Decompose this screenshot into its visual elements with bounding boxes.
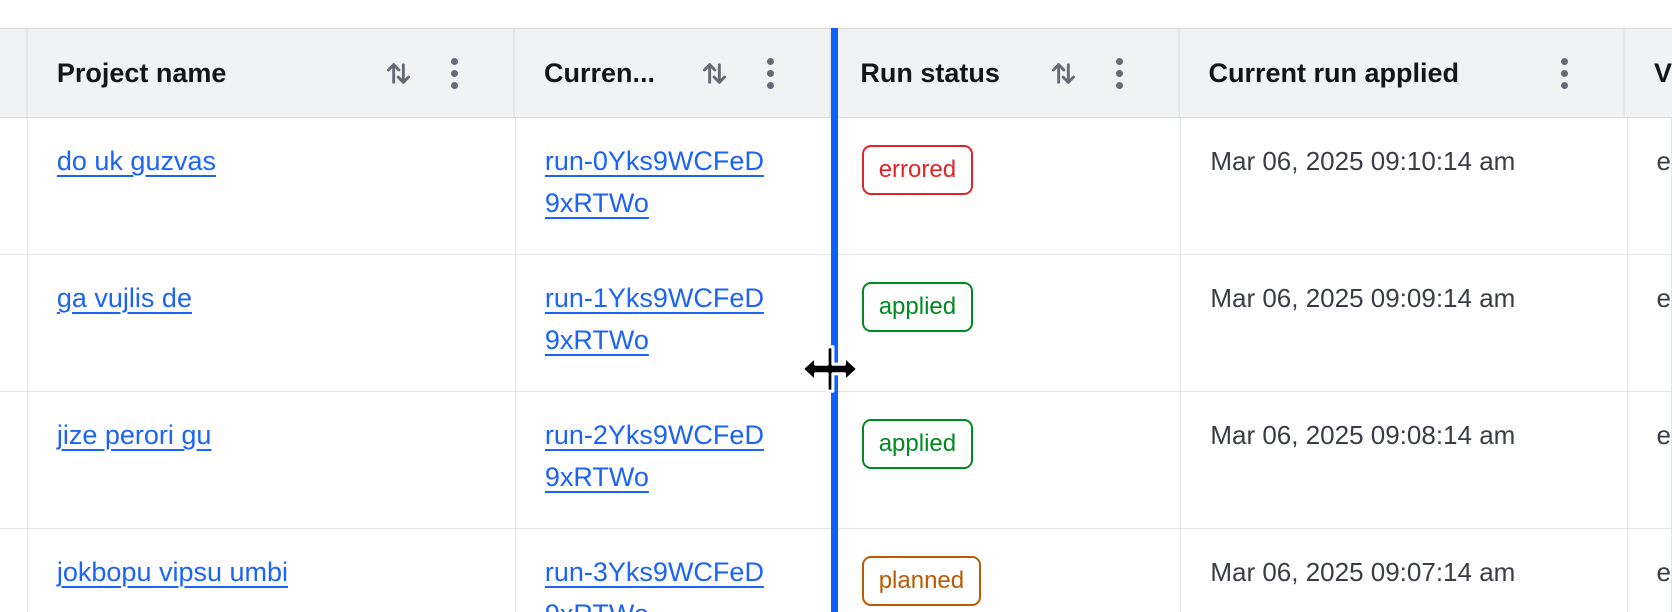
cell-sliver <box>0 255 28 391</box>
status-badge: planned <box>861 556 982 606</box>
cell-clipped: e <box>1628 392 1672 528</box>
column-label: Current run applied <box>1208 57 1460 88</box>
column-menu-kebab-icon[interactable] <box>450 57 458 89</box>
cell-run-status: planned <box>833 529 1182 612</box>
status-badge: errored <box>861 145 974 195</box>
cell-clipped: e <box>1628 529 1672 612</box>
run-link[interactable]: run-1Yks9WCFeD 9xRTWo <box>544 283 764 355</box>
cell-current-run: run-0Yks9WCFeD 9xRTWo <box>516 118 833 254</box>
cell-current-run: run-3Yks9WCFeD 9xRTWo <box>516 529 833 612</box>
cell-sliver <box>0 392 28 528</box>
cell-run-status: applied <box>833 392 1182 528</box>
cell-project-name: jize perori gu <box>28 392 516 528</box>
cell-project-name: jokbopu vipsu umbi <box>28 529 516 612</box>
run-link[interactable]: run-2Yks9WCFeD 9xRTWo <box>544 420 764 492</box>
run-link[interactable]: run-0Yks9WCFeD 9xRTWo <box>544 146 764 218</box>
cell-run-status: applied <box>833 255 1182 391</box>
col-resize-cursor-icon <box>800 345 860 393</box>
status-badge: applied <box>861 282 974 332</box>
cell-project-name: ga vujlis de <box>28 255 516 391</box>
project-link[interactable]: ga vujlis de <box>56 283 192 313</box>
cell-run-status: errored <box>833 118 1182 254</box>
column-menu-kebab-icon[interactable] <box>767 57 775 89</box>
cell-sliver <box>0 118 28 254</box>
sort-icon[interactable] <box>699 58 730 89</box>
column-header-current-run: Curren... <box>515 29 832 117</box>
column-label: Project name <box>56 57 227 88</box>
column-header-clipped: V <box>1625 29 1672 117</box>
column-label: Run status <box>860 57 1000 88</box>
cell-current-run-applied: Mar 06, 2025 09:09:14 am <box>1181 255 1628 391</box>
column-header-sliver <box>0 29 28 117</box>
cell-clipped: e <box>1628 118 1672 254</box>
cell-current-run: run-2Yks9WCFeD 9xRTWo <box>516 392 833 528</box>
sort-icon[interactable] <box>1048 58 1079 89</box>
column-resize-indicator[interactable] <box>831 28 838 612</box>
column-header-current-run-applied: Current run applied <box>1180 29 1625 117</box>
column-menu-kebab-icon[interactable] <box>1115 57 1123 89</box>
status-badge: applied <box>861 419 974 469</box>
run-link[interactable]: run-3Yks9WCFeD 9xRTWo <box>544 557 764 612</box>
column-header-project-name: Project name <box>28 29 515 117</box>
cell-sliver <box>0 529 28 612</box>
column-menu-kebab-icon[interactable] <box>1560 57 1568 89</box>
column-label: V <box>1653 57 1672 88</box>
project-link[interactable]: jize perori gu <box>56 420 212 450</box>
cell-current-run-applied: Mar 06, 2025 09:10:14 am <box>1181 118 1628 254</box>
cell-clipped: e <box>1628 255 1672 391</box>
column-header-run-status: Run status <box>831 29 1180 117</box>
cell-current-run-applied: Mar 06, 2025 09:08:14 am <box>1181 392 1628 528</box>
cell-project-name: do uk guzvas <box>28 118 516 254</box>
project-link[interactable]: jokbopu vipsu umbi <box>56 557 289 587</box>
project-link[interactable]: do uk guzvas <box>56 146 216 176</box>
sort-icon[interactable] <box>383 58 414 89</box>
cell-current-run-applied: Mar 06, 2025 09:07:14 am <box>1181 529 1628 612</box>
cell-current-run: run-1Yks9WCFeD 9xRTWo <box>516 255 833 391</box>
column-label: Curren... <box>543 57 656 88</box>
